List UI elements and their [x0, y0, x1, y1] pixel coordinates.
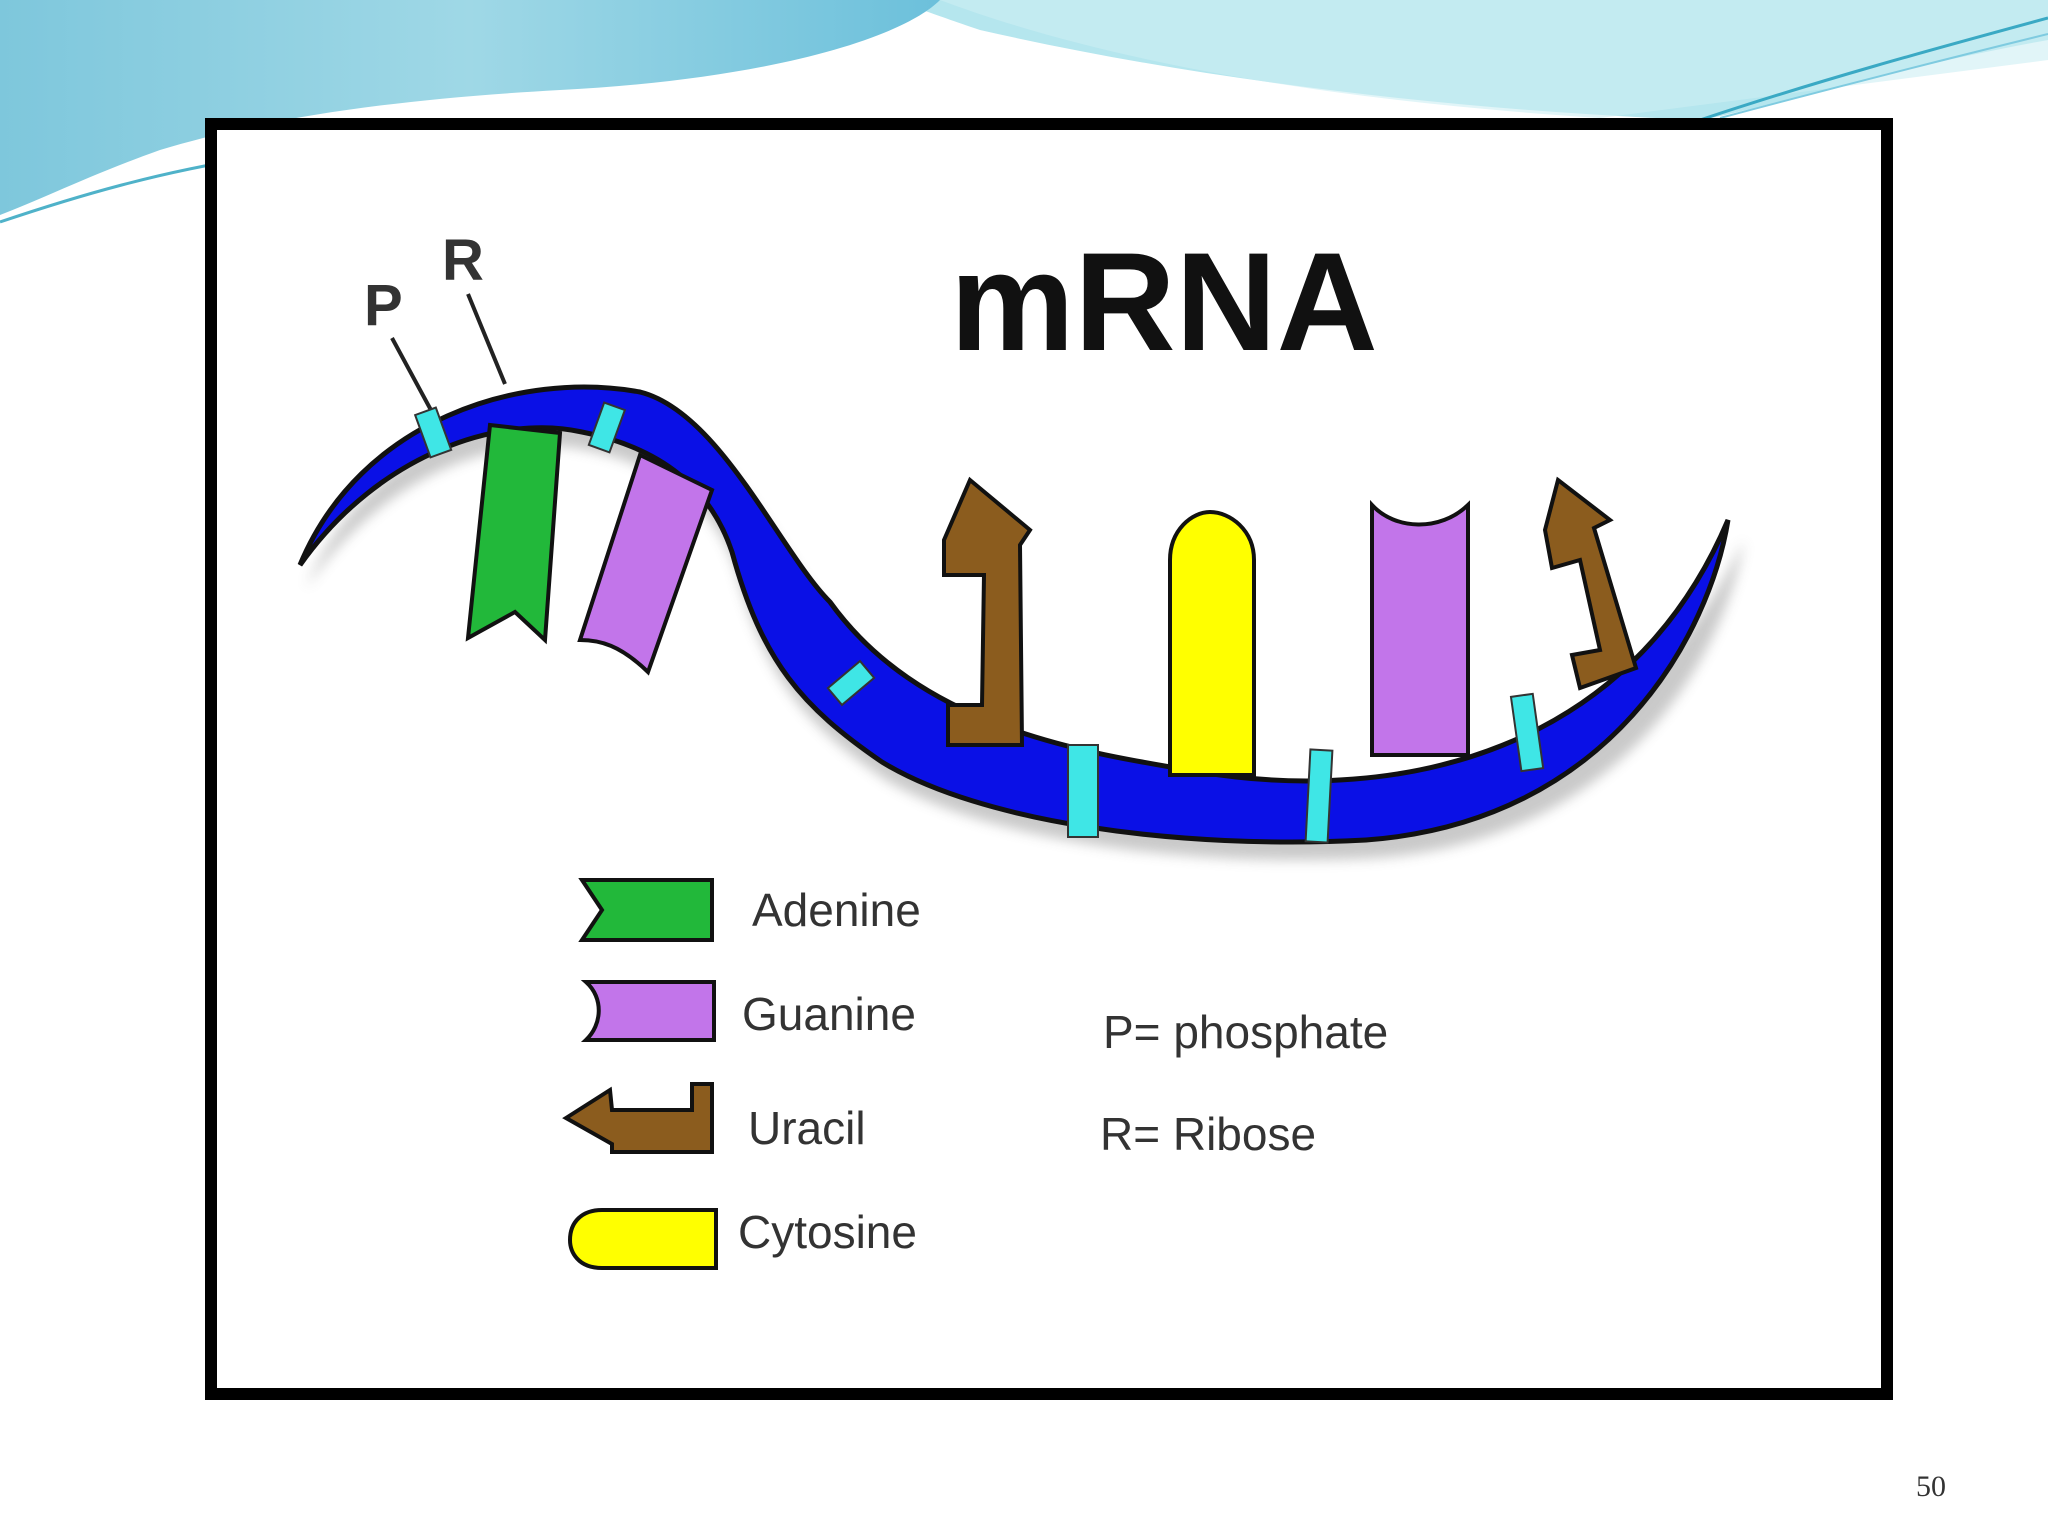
- phosphate-block: [587, 401, 627, 454]
- phosphate-label: P: [364, 273, 403, 338]
- guanine-base: [1370, 499, 1470, 757]
- adenine-base: [465, 422, 563, 645]
- legend-adenine-label: Adenine: [752, 884, 921, 936]
- phosphate-block: [1067, 744, 1099, 838]
- legend-uracil-icon: [562, 1082, 714, 1154]
- phosphate-block: [826, 659, 876, 707]
- legend-cytosine-label: Cytosine: [738, 1206, 917, 1258]
- cytosine-base: [1168, 509, 1256, 777]
- diagram-frame: [205, 118, 1893, 1400]
- phosphate-block: [413, 406, 453, 459]
- legend-guanine-icon: [580, 980, 716, 1042]
- legend: Adenine Guanine Uracil Cytosine P= phosp…: [562, 878, 1388, 1270]
- legend-uracil-label: Uracil: [748, 1102, 866, 1154]
- diagram-title: mRNA: [950, 223, 1378, 380]
- ribose-pointer: [466, 293, 507, 385]
- legend-guanine-label: Guanine: [742, 988, 916, 1040]
- legend-adenine-icon: [578, 878, 714, 942]
- uracil-base: [1542, 476, 1639, 691]
- legend-cytosine-icon: [567, 1208, 718, 1270]
- phosphate-pointer: [390, 337, 434, 413]
- phosphate-block: [1304, 748, 1334, 844]
- page-number: 50: [1916, 1470, 1946, 1503]
- uracil-base: [942, 476, 1033, 747]
- phosphate-key: P= phosphate: [1103, 1006, 1388, 1058]
- guanine-base: [577, 452, 715, 676]
- header-wave-decoration: [0, 0, 2048, 224]
- ribose-key: R= Ribose: [1100, 1108, 1316, 1160]
- ribose-label: R: [442, 228, 484, 293]
- phosphate-groups: [413, 401, 1545, 844]
- phosphate-block: [1509, 692, 1545, 773]
